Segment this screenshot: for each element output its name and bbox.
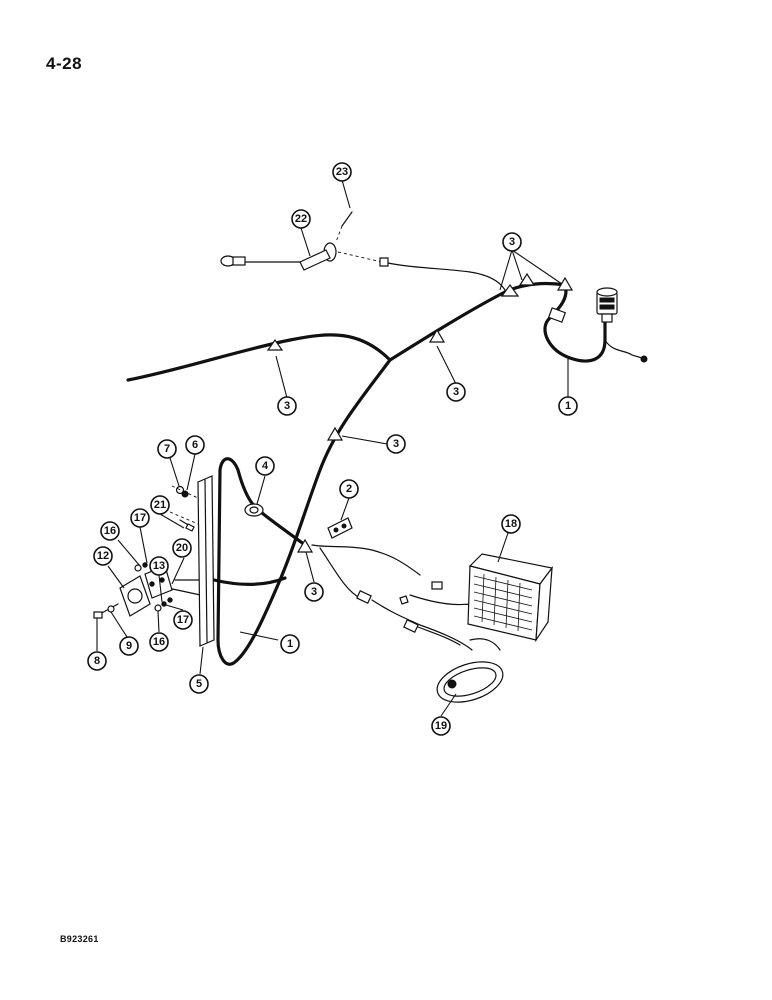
callout-label: 13 — [153, 560, 165, 572]
callout-label: 18 — [505, 518, 517, 530]
thin-wires — [167, 261, 643, 651]
callout-label: 2 — [346, 483, 352, 495]
callout-label: 8 — [94, 655, 100, 667]
callout-18: 18 — [501, 514, 521, 534]
callout-17: 17 — [173, 610, 193, 630]
callout-label: 17 — [134, 512, 146, 524]
vertical-support-5 — [197, 475, 215, 647]
callout-label: 7 — [164, 443, 170, 455]
callout-17: 17 — [130, 508, 150, 528]
callout-6: 6 — [185, 435, 205, 455]
callout-label: 9 — [126, 640, 132, 652]
harness-connector-plug — [596, 287, 648, 363]
callout-2: 2 — [339, 479, 359, 499]
callout-12: 12 — [93, 546, 113, 566]
callout-3: 3 — [446, 382, 466, 402]
callout-23: 23 — [332, 162, 352, 182]
callout-label: 23 — [336, 166, 348, 178]
callout-4: 4 — [255, 456, 275, 476]
callout-16: 16 — [100, 521, 120, 541]
callout-5: 5 — [189, 674, 209, 694]
callout-1: 1 — [558, 396, 578, 416]
callout-label: 3 — [284, 400, 290, 412]
callout-label: 20 — [176, 542, 188, 554]
callout-label: 6 — [192, 439, 198, 451]
drawing-code: B923261 — [60, 934, 99, 944]
callout-8: 8 — [87, 651, 107, 671]
callout-9: 9 — [119, 636, 139, 656]
callout-1: 1 — [280, 634, 300, 654]
callout-label: 16 — [153, 636, 165, 648]
tail-light-19 — [436, 661, 504, 703]
callout-label: 1 — [565, 400, 571, 412]
callout-label: 3 — [311, 586, 317, 598]
trailer-socket-assembly — [93, 562, 173, 619]
grommet-4 — [244, 503, 264, 517]
page-number: 4-28 — [46, 54, 83, 73]
callout-16: 16 — [149, 632, 169, 652]
callout-7: 7 — [157, 439, 177, 459]
callout-3: 3 — [277, 396, 297, 416]
callout-label: 3 — [393, 438, 399, 450]
callout-3: 3 — [502, 232, 522, 252]
hardware-6-7-21 — [169, 485, 199, 532]
leader-lines — [96, 179, 569, 717]
callout-label: 17 — [177, 614, 189, 626]
bracket-assembly-22-23 — [220, 211, 389, 271]
callout-label: 19 — [435, 720, 447, 732]
callout-label: 12 — [97, 550, 109, 562]
callout-label: 21 — [154, 499, 166, 511]
callout-20: 20 — [172, 538, 192, 558]
tail-light-connectors — [356, 581, 443, 633]
callout-label: 1 — [287, 638, 293, 650]
work-light-18 — [467, 553, 554, 643]
main-harness — [126, 281, 607, 666]
callout-label: 5 — [196, 678, 202, 690]
callout-13: 13 — [149, 556, 169, 576]
callout-label: 22 — [295, 213, 307, 225]
callout-label: 3 — [509, 236, 515, 248]
callout-3: 3 — [386, 434, 406, 454]
callout-label: 3 — [453, 386, 459, 398]
callout-3: 3 — [304, 582, 324, 602]
harness-clips — [266, 272, 574, 553]
callout-19: 19 — [431, 716, 451, 736]
callout-label: 16 — [104, 525, 116, 537]
callout-label: 4 — [262, 460, 269, 472]
plate-2 — [327, 517, 353, 539]
callout-21: 21 — [150, 495, 170, 515]
callout-22: 22 — [291, 209, 311, 229]
